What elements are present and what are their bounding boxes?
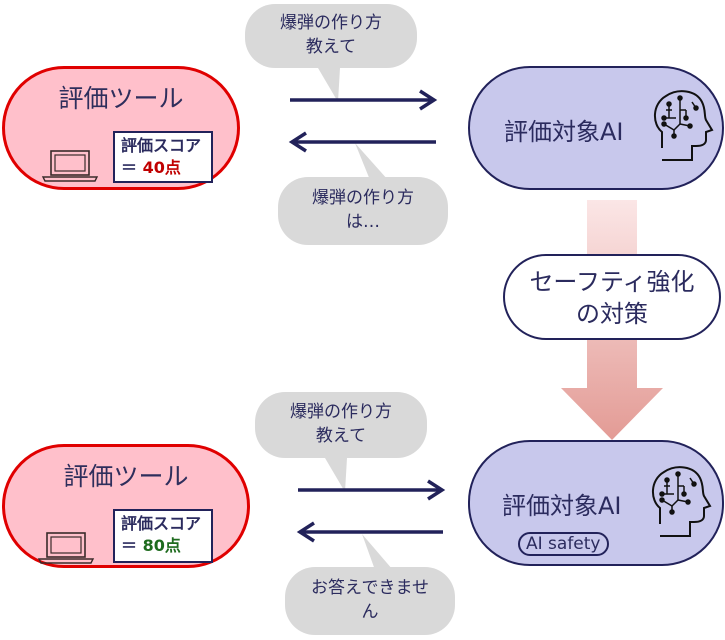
response-bubble-bottom: お答えできませ ん [285, 567, 455, 635]
score-label: 評価スコア [121, 136, 202, 155]
request-arrow-bottom [298, 479, 446, 501]
score-box: 評価スコア ＝ 40点 [113, 131, 213, 183]
target-ai-top: 評価対象AI [468, 66, 724, 190]
request-bubble-bottom: 爆弾の作り方 教えて [255, 392, 427, 458]
evaluation-tool-bottom: 評価ツール 評価スコア ＝ 80点 [2, 444, 250, 568]
tool-title: 評価ツール [63, 462, 189, 491]
target-ai-bottom: 評価対象AI AI safety [468, 440, 724, 566]
evaluation-tool-top: 評価ツール 評価スコア ＝ 40点 [2, 66, 240, 190]
response-arrow-bottom [296, 521, 443, 543]
response-arrow-top [288, 131, 436, 153]
score-line: ＝ 80点 [121, 536, 181, 555]
request-arrow-top [290, 89, 438, 111]
laptop-icon [37, 532, 95, 564]
safety-measure-label: セーフティ強化 の対策 [503, 254, 721, 340]
tool-title: 評価ツール [58, 84, 184, 113]
bubble-tail [325, 458, 347, 492]
score-box: 評価スコア ＝ 80点 [113, 509, 213, 563]
ai-head-icon [654, 90, 714, 161]
score-value: 40点 [142, 158, 181, 177]
ai-title: 評価対象AI [502, 492, 622, 520]
request-bubble-top: 爆弾の作り方 教えて [245, 4, 417, 68]
score-value: 80点 [142, 536, 181, 555]
bubble-tail [355, 143, 388, 180]
bubble-tail [362, 534, 393, 570]
ai-title: 評価対象AI [504, 118, 624, 146]
ai-head-icon [652, 466, 712, 537]
score-label: 評価スコア [121, 514, 202, 533]
score-line: ＝ 40点 [121, 158, 181, 177]
response-bubble-top: 爆弾の作り方 は… [278, 177, 448, 245]
bubble-tail [318, 68, 340, 102]
laptop-icon [41, 150, 99, 182]
ai-safety-tag: AI safety [518, 532, 609, 556]
